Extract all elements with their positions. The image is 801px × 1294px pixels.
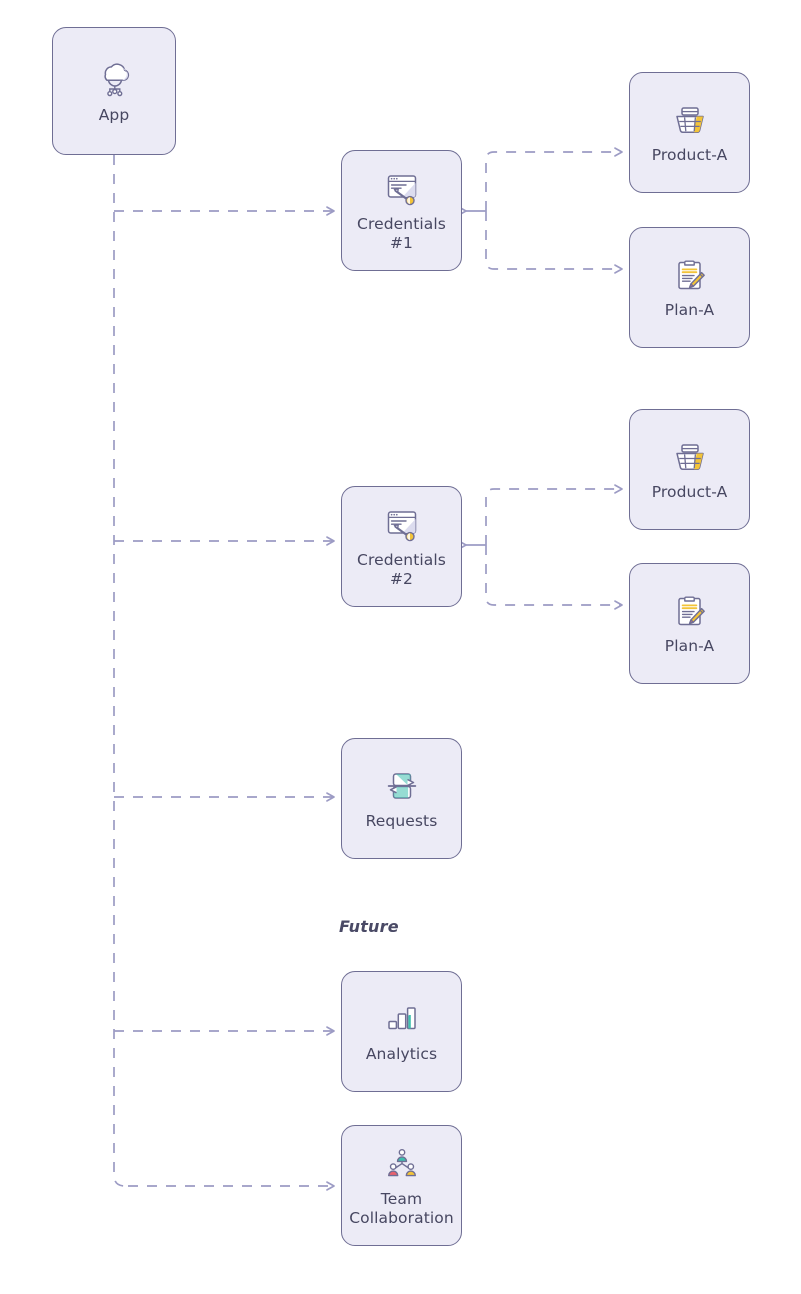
- section-label-future: Future: [339, 917, 399, 936]
- node-plan-a-1[interactable]: Plan-A: [629, 227, 750, 348]
- node-label: Plan-A: [664, 637, 715, 656]
- edge-app-trunk: [113, 155, 128, 1187]
- node-label: Analytics: [365, 1045, 438, 1064]
- sync-exchange-icon: [382, 766, 422, 806]
- node-label: App: [98, 105, 130, 124]
- node-product-a-1[interactable]: Product-A: [629, 72, 750, 193]
- node-requests[interactable]: Requests: [341, 738, 462, 859]
- node-label: Requests: [365, 812, 438, 831]
- node-team-collaboration[interactable]: Team Collaboration: [341, 1125, 462, 1246]
- node-label: Credentials #2: [357, 550, 446, 588]
- browser-key-icon: [382, 169, 422, 209]
- browser-key-icon: [382, 505, 422, 545]
- node-analytics[interactable]: Analytics: [341, 971, 462, 1092]
- basket-icon: [670, 100, 710, 140]
- edge-cred2-to-product-a: [485, 484, 623, 545]
- node-credentials-1[interactable]: Credentials #1: [341, 150, 462, 271]
- clipboard-pencil-icon: [670, 591, 710, 631]
- edge-cred1-to-product-a: [485, 147, 623, 211]
- node-label: Product-A: [651, 146, 728, 165]
- node-label: Plan-A: [664, 301, 715, 320]
- bar-chart-icon: [382, 999, 422, 1039]
- people-group-icon: [382, 1144, 422, 1184]
- edge-cred1-to-plan-a: [485, 211, 623, 274]
- node-app[interactable]: App: [52, 27, 176, 155]
- clipboard-pencil-icon: [670, 255, 710, 295]
- node-label: Product-A: [651, 483, 728, 502]
- node-label: Credentials #1: [357, 214, 446, 252]
- node-label: Team Collaboration: [349, 1189, 454, 1227]
- node-product-a-2[interactable]: Product-A: [629, 409, 750, 530]
- basket-icon: [670, 437, 710, 477]
- node-plan-a-2[interactable]: Plan-A: [629, 563, 750, 684]
- node-credentials-2[interactable]: Credentials #2: [341, 486, 462, 607]
- cloud-network-icon: [93, 58, 135, 100]
- edge-cred2-to-plan-a: [485, 545, 623, 610]
